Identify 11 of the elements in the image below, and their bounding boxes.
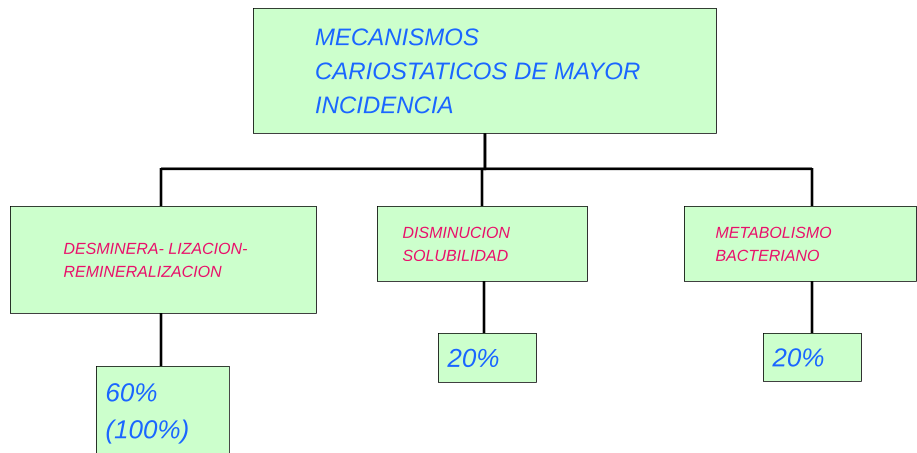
text-box: DESMINERA- LIZACION- REMINERALIZACION	[10, 206, 317, 314]
text-box: METABOLISMO BACTERIANO	[684, 206, 917, 282]
text-box: 20%	[438, 333, 537, 383]
connector-line	[160, 313, 162, 366]
connector-line	[810, 281, 814, 333]
text-box: 60% (100%)	[96, 366, 230, 453]
connector-line	[482, 281, 486, 333]
text-box: 20%	[763, 333, 862, 382]
text-box: DISMINUCION SOLUBILIDAD	[377, 206, 588, 282]
connector-line	[484, 134, 814, 206]
text-box: MECANISMOS CARIOSTATICOS DE MAYOR INCIDENCIA	[253, 8, 717, 134]
